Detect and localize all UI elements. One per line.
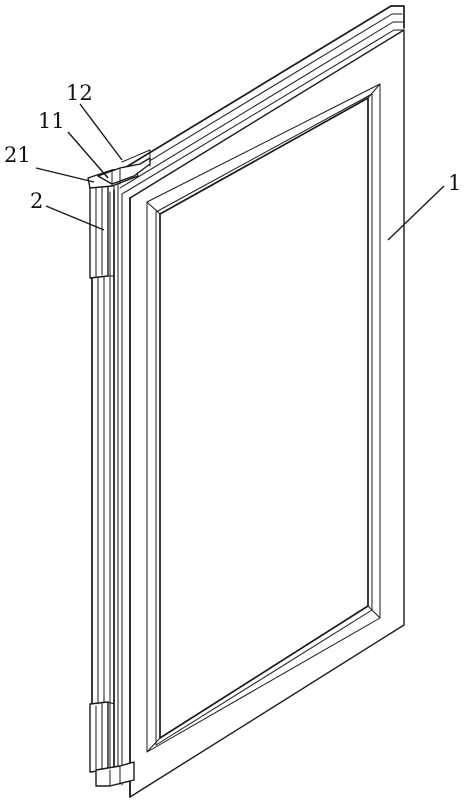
hinge-frame (87, 149, 151, 787)
leader-11 (67, 131, 109, 179)
leader-lines (35, 103, 445, 241)
callout-labels: 12 11 21 2 1 (4, 81, 461, 213)
callout-11: 11 (38, 109, 65, 133)
callout-21: 21 (4, 143, 31, 167)
leader-1 (387, 185, 445, 241)
callout-1: 1 (448, 171, 461, 195)
callout-12: 12 (66, 81, 93, 105)
leader-12 (79, 103, 123, 161)
leader-2 (45, 205, 105, 231)
callout-2: 2 (30, 189, 43, 213)
door-leaf (117, 5, 405, 798)
leader-21 (35, 167, 95, 183)
